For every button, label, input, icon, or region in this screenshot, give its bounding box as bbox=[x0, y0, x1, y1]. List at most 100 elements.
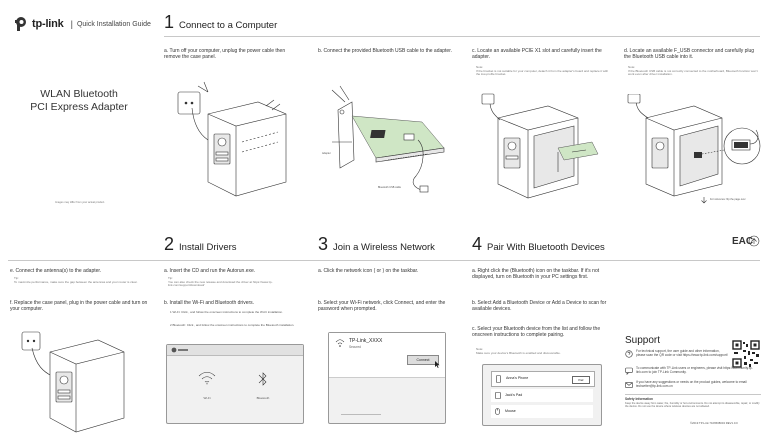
support-row-1: For technical support, the user guide an… bbox=[625, 349, 729, 358]
step-1c-note-label: Note: bbox=[476, 65, 484, 69]
step-1c-note-text: If the bracket is not suitable for your … bbox=[476, 68, 609, 77]
section4-header: 4 Pair With Bluetooth Devices bbox=[472, 234, 605, 255]
step-1b-illustration bbox=[331, 85, 445, 193]
community-icon bbox=[625, 367, 633, 375]
flyout-placeholder-bar bbox=[341, 414, 381, 415]
eac-mark: EAC bbox=[732, 236, 754, 247]
support-title: Support bbox=[625, 335, 661, 346]
bluetooth-icon bbox=[258, 372, 267, 386]
section3-title: Join a Wireless Network bbox=[333, 242, 435, 253]
recycle-mark-icon bbox=[748, 235, 760, 247]
step-2a-tip-label: Tip: bbox=[168, 276, 173, 280]
step-1f-illustration bbox=[21, 331, 125, 433]
safety-title: Safety Information bbox=[625, 397, 653, 401]
wifi-network-flyout: TP-Link_XXXX Secured Connect bbox=[328, 332, 446, 424]
qr-code-icon[interactable] bbox=[732, 340, 760, 368]
step-1d-text: d. Locate an available F_USB connector a… bbox=[624, 48, 755, 61]
network-entry[interactable]: TP-Link_XXXX Secured Connect bbox=[329, 333, 445, 378]
step-4c-note-text: Make sure your device's Bluetooth is ena… bbox=[476, 350, 561, 355]
caption-bluetooth-cable: Bluetooth USB cable bbox=[378, 186, 402, 189]
product-name-line2: PCI Express Adapter bbox=[30, 101, 128, 113]
safety-text: Keep the device away from water, fire, h… bbox=[625, 402, 760, 409]
section1-divider bbox=[164, 36, 760, 37]
pair-button[interactable]: Pair bbox=[572, 376, 590, 384]
section2-number: 2 bbox=[164, 234, 175, 254]
section3-number: 3 bbox=[318, 234, 329, 254]
step-4c-note-label: Note: bbox=[476, 347, 484, 351]
image-disclaimer: Images may differ from your actual produ… bbox=[55, 201, 105, 204]
driver-installer-window: Wi-Fi Bluetooth bbox=[166, 344, 304, 424]
step-4b-text: b. Select Add a Bluetooth Device or Add … bbox=[472, 300, 607, 313]
step-1c-text: c. Locate an available PCIE X1 slot and … bbox=[472, 48, 602, 61]
step-1d-illustration bbox=[627, 94, 761, 197]
step-1e-tip: Tip: To maximize performance, make sure … bbox=[14, 276, 150, 284]
email-icon bbox=[625, 382, 633, 388]
step-1e-tip-text: To maximize performance, make sure the g… bbox=[14, 279, 138, 284]
tp-link-logo-icon bbox=[15, 17, 26, 31]
install-bluetooth-label: Bluetooth bbox=[256, 396, 270, 400]
wifi-signal-icon bbox=[335, 339, 345, 347]
installer-logo-icon bbox=[171, 347, 188, 353]
caption-flip-note: For reference: flip the page over bbox=[710, 198, 746, 201]
step-4c-note: Note: Make sure your device's Bluetooth … bbox=[476, 347, 612, 355]
network-name: TP-Link_XXXX bbox=[349, 338, 383, 344]
flip-arrow-icon bbox=[701, 197, 707, 204]
wifi-icon bbox=[198, 371, 216, 385]
support-row-2: To communicate with TP-Link users or eng… bbox=[625, 366, 761, 375]
step-4a-text: a. Right click the (Bluetooth) icon on t… bbox=[472, 268, 600, 281]
step-1b-text: b. Connect the provided Bluetooth USB ca… bbox=[318, 48, 452, 54]
section3-header: 3 Join a Wireless Network bbox=[318, 234, 435, 255]
step-2a-text: a. Insert the CD and run the Autorun.exe… bbox=[164, 268, 256, 274]
section4-number: 4 bbox=[472, 234, 483, 254]
phone-icon bbox=[496, 375, 501, 383]
step-1a-text: a. Turn off your computer, unplug the po… bbox=[164, 48, 286, 61]
section2-title: Install Drivers bbox=[179, 242, 237, 253]
step-2b-2: 2 Bluetooth: Click , and follow the onsc… bbox=[170, 323, 295, 327]
section1-number: 1 bbox=[164, 12, 175, 32]
brand-header: tp-link | Quick Installation Guide bbox=[12, 16, 151, 32]
step-3b-text: b. Select your Wi-Fi network, click Conn… bbox=[318, 300, 446, 313]
support-divider bbox=[625, 394, 761, 395]
connect-button[interactable]: Connect bbox=[407, 355, 439, 365]
product-name: WLAN Bluetooth PCI Express Adapter bbox=[20, 88, 138, 114]
brand-separator: | bbox=[70, 19, 73, 29]
product-name-line1: WLAN Bluetooth bbox=[40, 88, 118, 100]
cursor-pointer-icon bbox=[435, 361, 440, 368]
step-1d-note-label: Note: bbox=[628, 65, 636, 69]
step-1d-note-text: If the Bluetooth USB cable is not correc… bbox=[628, 68, 758, 77]
step-1c-note: Note: If the bracket is not suitable for… bbox=[476, 65, 610, 77]
step-2a-tip-text: You can also check the new release and d… bbox=[168, 279, 273, 288]
step-4c-text: c. Select your Bluetooth device from the… bbox=[472, 326, 601, 339]
step-3a-text: a. Click the network icon ( or ) on the … bbox=[318, 268, 419, 274]
mouse-icon bbox=[495, 408, 500, 415]
install-bluetooth-option[interactable]: Bluetooth bbox=[241, 371, 285, 400]
guide-title: Quick Installation Guide bbox=[76, 20, 151, 28]
step-1e-text: e. Connect the antenna(s) to the adapter… bbox=[10, 268, 102, 274]
step-1f-text: f. Replace the case panel, plug in the p… bbox=[10, 300, 148, 313]
installer-titlebar bbox=[167, 345, 303, 356]
section1-title: Connect to a Computer bbox=[179, 20, 278, 31]
section2-header: 2 Install Drivers bbox=[164, 234, 237, 255]
brand-logo-text: tp-link bbox=[32, 18, 64, 30]
support-text-2: To communicate with TP-Link users or eng… bbox=[636, 366, 753, 374]
device-name-1: Anna's Phone bbox=[506, 376, 529, 380]
device-row-1[interactable]: Anna's Phone Pair bbox=[491, 371, 595, 387]
device-row-2[interactable]: Jack's Pad bbox=[491, 389, 593, 402]
step-1e-tip-label: Tip: bbox=[14, 276, 19, 280]
step-1d-note: Note: If the Bluetooth USB cable is not … bbox=[628, 65, 760, 77]
step-2b-1: 1 Wi-Fi: Click , and follow the onscreen… bbox=[170, 310, 283, 314]
support-text-3: If you have any suggestions or needs on … bbox=[636, 380, 747, 388]
device-name-2: Jack's Pad bbox=[505, 393, 523, 397]
caption-adapter: Adapter bbox=[322, 152, 331, 155]
section4-title: Pair With Bluetooth Devices bbox=[487, 242, 605, 253]
network-status: Secured bbox=[349, 345, 361, 349]
device-row-3[interactable]: Mouse bbox=[491, 405, 593, 418]
install-wifi-label: Wi-Fi bbox=[203, 396, 211, 400]
install-wifi-option[interactable]: Wi-Fi bbox=[185, 371, 229, 400]
support-text-1: For technical support, the user guide an… bbox=[636, 349, 728, 357]
step-1c-illustration bbox=[481, 93, 599, 199]
step-1a-illustration bbox=[177, 81, 287, 197]
tablet-icon bbox=[495, 392, 501, 399]
step-2b-text: b. Install the Wi-Fi and Bluetooth drive… bbox=[164, 300, 255, 306]
device-name-3: Mouse bbox=[505, 409, 516, 413]
